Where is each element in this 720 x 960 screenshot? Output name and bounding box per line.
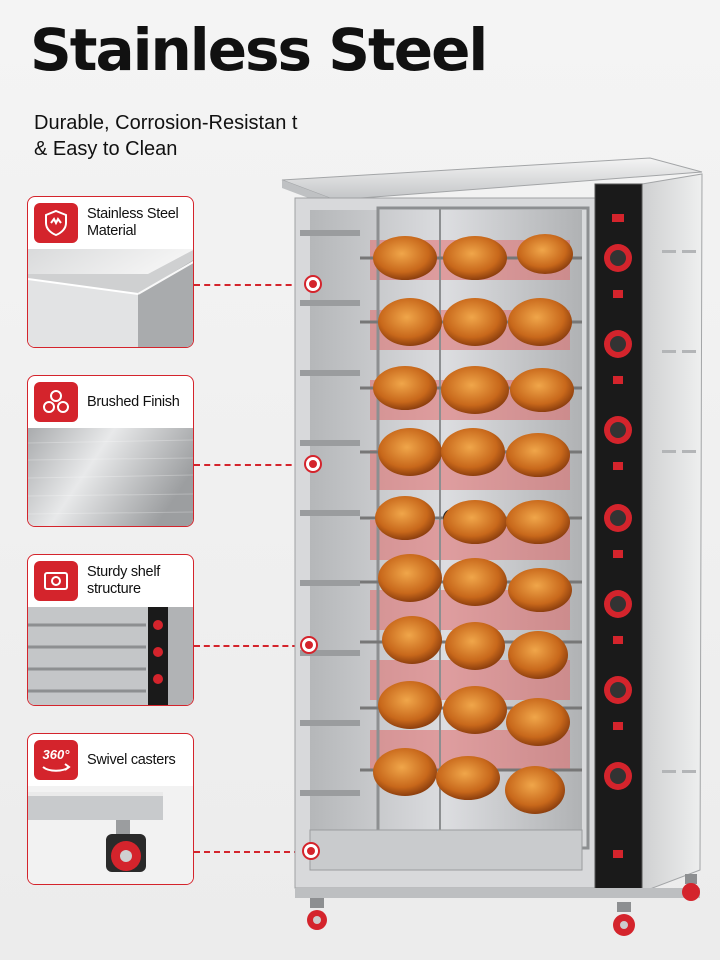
- page-subtitle: Durable, Corrosion-Resistan t & Easy to …: [34, 112, 298, 160]
- rotate-360-text: 360°: [42, 747, 70, 762]
- feature-label: Brushed Finish: [87, 393, 180, 410]
- connector-line: [194, 851, 310, 853]
- feature-card-shelf: Sturdy shelf structure: [27, 554, 194, 706]
- feature-card-casters: 360° Swivel casters: [27, 733, 194, 885]
- caster-image: [28, 786, 193, 884]
- rotate-360-icon: 360°: [34, 740, 78, 780]
- feature-label: Stainless Steel Material: [87, 206, 179, 239]
- shelf-icon: [34, 561, 78, 601]
- brushed-steel-image: [28, 428, 193, 526]
- connector-line: [194, 645, 308, 647]
- feature-label: Swivel casters: [87, 751, 176, 768]
- shelf-structure-image: [28, 607, 193, 705]
- connector-line: [194, 284, 312, 286]
- shield-icon: [34, 203, 78, 243]
- texture-icon: [34, 382, 78, 422]
- connector-line: [194, 464, 312, 466]
- feature-card-finish: Brushed Finish: [27, 375, 194, 527]
- rotisserie-machine: [270, 150, 710, 955]
- feature-card-material: Stainless Steel Material: [27, 196, 194, 348]
- feature-label: Sturdy shelf structure: [87, 564, 160, 597]
- steel-corner-image: [28, 249, 193, 347]
- page-title: Stainless Steel: [30, 16, 488, 84]
